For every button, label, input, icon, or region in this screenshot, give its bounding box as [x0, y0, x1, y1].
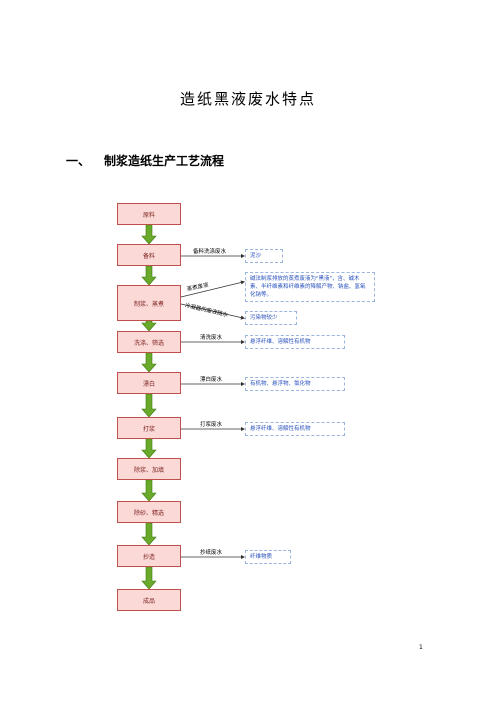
section-number: 一、	[66, 154, 91, 168]
step-dajiang: 打浆	[117, 417, 181, 439]
step-chusha: 除砂、精选	[117, 501, 181, 523]
note-youjiwu: 有机物、悬浮物、氯化物	[245, 377, 345, 391]
connector-line	[180, 280, 246, 298]
step-zhijiang: 制浆、蒸煮	[117, 285, 181, 321]
note-xianwei: 纤维物质	[245, 550, 291, 564]
down-arrow	[141, 265, 157, 286]
down-arrow	[141, 566, 157, 590]
note-wuran: 污染物较少	[245, 311, 297, 325]
note-xuanfu-1: 悬浮纤维、溶解性有机物	[245, 335, 345, 349]
down-arrow	[141, 479, 157, 502]
page-number: 1	[419, 644, 423, 651]
down-arrow	[141, 352, 157, 373]
section-text: 制浆造纸生产工艺流程	[104, 154, 225, 168]
label-chaozao: 抄纸废水	[200, 550, 223, 556]
step-chaozao: 抄造	[117, 545, 181, 567]
down-arrow	[141, 320, 157, 332]
down-arrow	[141, 522, 157, 546]
down-arrow	[141, 438, 157, 459]
step-xidi: 洗涤、筛选	[117, 331, 181, 353]
section-heading: 一、制浆造纸生产工艺流程	[66, 152, 224, 169]
down-arrow	[141, 224, 157, 245]
note-heiye: 碱法制浆排放的蒸煮废液为"黑液"，含、碱木素、半纤维素和纤维素的降解产物、钠盐、…	[245, 272, 375, 302]
page-title: 造纸黑液废水特点	[179, 90, 316, 108]
note-nisha: 泥沙	[245, 249, 283, 263]
step-piaobai: 漂白	[117, 372, 181, 394]
step-beiliao: 备料	[117, 244, 181, 266]
label-dajiang: 打浆废水	[200, 422, 223, 428]
step-chengpin: 成品	[117, 589, 181, 611]
step-yuanliao: 原料	[117, 203, 181, 225]
connector-line	[180, 303, 246, 320]
note-xuanfu-2: 悬浮纤维、溶解性有机物	[245, 422, 345, 436]
down-arrow	[141, 393, 157, 418]
label-beiliao: 备料洗涤废水	[193, 249, 227, 255]
step-chujiang: 除浆、加填	[117, 458, 181, 480]
label-xidi: 清洗废水	[200, 335, 223, 341]
label-piaobai: 漂白废水	[200, 377, 223, 383]
